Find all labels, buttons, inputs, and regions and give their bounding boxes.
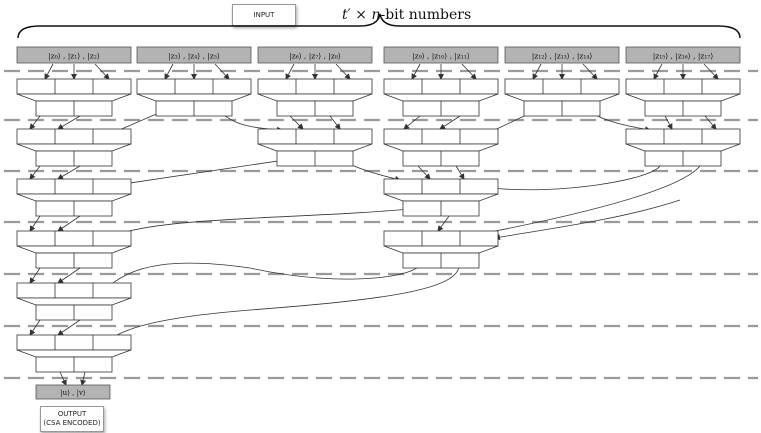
csa-block-6 [16, 128, 132, 167]
wire-84 [491, 165, 661, 192]
wire-95 [57, 319, 81, 336]
wire-72 [403, 115, 421, 130]
input-text-1: |z₃⟩ , |z₄⟩ , |z₅⟩ [168, 52, 220, 61]
csa-block-7 [257, 128, 373, 167]
csa-block-0 [16, 78, 132, 117]
wire-6 [285, 63, 295, 80]
input-box-3 [383, 46, 499, 64]
csa-block-12 [16, 230, 132, 269]
input-text-5: |z₁₅⟩ , |z₁₆⟩ , |z₁₇⟩ [653, 52, 714, 61]
wire-3 [164, 63, 174, 80]
output-text: |u⟩ , |v⟩ [60, 389, 86, 397]
wire-14 [582, 63, 598, 80]
csa-block-10 [16, 178, 132, 217]
wire-79 [57, 165, 81, 180]
csa-block-11 [383, 178, 499, 217]
input-text-2: |z₆⟩ , |z₇⟩ , |z₈⟩ [289, 52, 341, 61]
wire-87 [57, 215, 81, 232]
wire-90 [494, 199, 681, 241]
wire-85 [469, 165, 701, 239]
input-box-0 [16, 46, 132, 64]
wire-82 [417, 165, 431, 180]
wire-83 [455, 165, 465, 180]
wire-67 [57, 115, 81, 130]
wire-80 [102, 157, 299, 190]
wire-12 [532, 63, 542, 80]
wire-78 [29, 165, 41, 180]
wire-91 [29, 267, 41, 284]
csa-block-8 [383, 128, 499, 167]
wire-86 [29, 215, 41, 232]
input-text-4: |z₁₂⟩ , |z₁₃⟩ , |z₁₄⟩ [532, 52, 593, 61]
wire-97 [59, 371, 67, 386]
csa-block-13 [383, 230, 499, 269]
input-box-4 [504, 46, 620, 64]
input-text-0: |z₀⟩ , |z₁⟩ , |z₂⟩ [48, 52, 100, 61]
wire-98 [80, 371, 87, 386]
wire-71 [329, 115, 341, 130]
wire-0 [44, 63, 54, 80]
wire-73 [439, 115, 461, 130]
wire-92 [57, 267, 81, 284]
output-label-line1: OUTPUT [57, 410, 87, 418]
diagram-title: t′ × n-bit numbers [342, 7, 472, 23]
wire-17 [703, 63, 719, 80]
wire-15 [653, 63, 663, 80]
wire-94 [29, 319, 41, 336]
output-label-line2: (CSA ENCODED) [43, 419, 101, 427]
input-label: INPUT [253, 11, 275, 19]
input-box-1 [136, 46, 252, 64]
wire-5 [214, 63, 230, 80]
csa-block-15 [16, 334, 132, 373]
wire-88 [102, 207, 421, 241]
csa-block-5 [625, 78, 741, 117]
csa-block-4 [504, 78, 620, 117]
wire-96 [102, 259, 460, 345]
csa-block-2 [257, 78, 373, 117]
wire-66 [29, 115, 41, 130]
input-text-3: |z₉⟩ , |z₁₀⟩ , |z₁₁⟩ [412, 52, 470, 61]
input-brace [17, 13, 741, 39]
csa-block-9 [625, 128, 741, 167]
wire-93 [102, 259, 422, 293]
wire-9 [411, 63, 421, 80]
csa-block-14 [16, 282, 132, 321]
wire-77 [704, 115, 717, 130]
output-box [35, 384, 111, 400]
input-box-2 [257, 46, 373, 64]
wire-70 [289, 115, 304, 130]
csa-block-3 [383, 78, 499, 117]
output-label-box: OUTPUT (CSA ENCODED) [40, 406, 104, 432]
input-box-5 [625, 46, 741, 64]
wire-11 [461, 63, 477, 80]
wire-2 [94, 63, 110, 80]
wire-76 [664, 115, 673, 130]
wire-8 [335, 63, 351, 80]
csa-block-1 [136, 78, 252, 117]
